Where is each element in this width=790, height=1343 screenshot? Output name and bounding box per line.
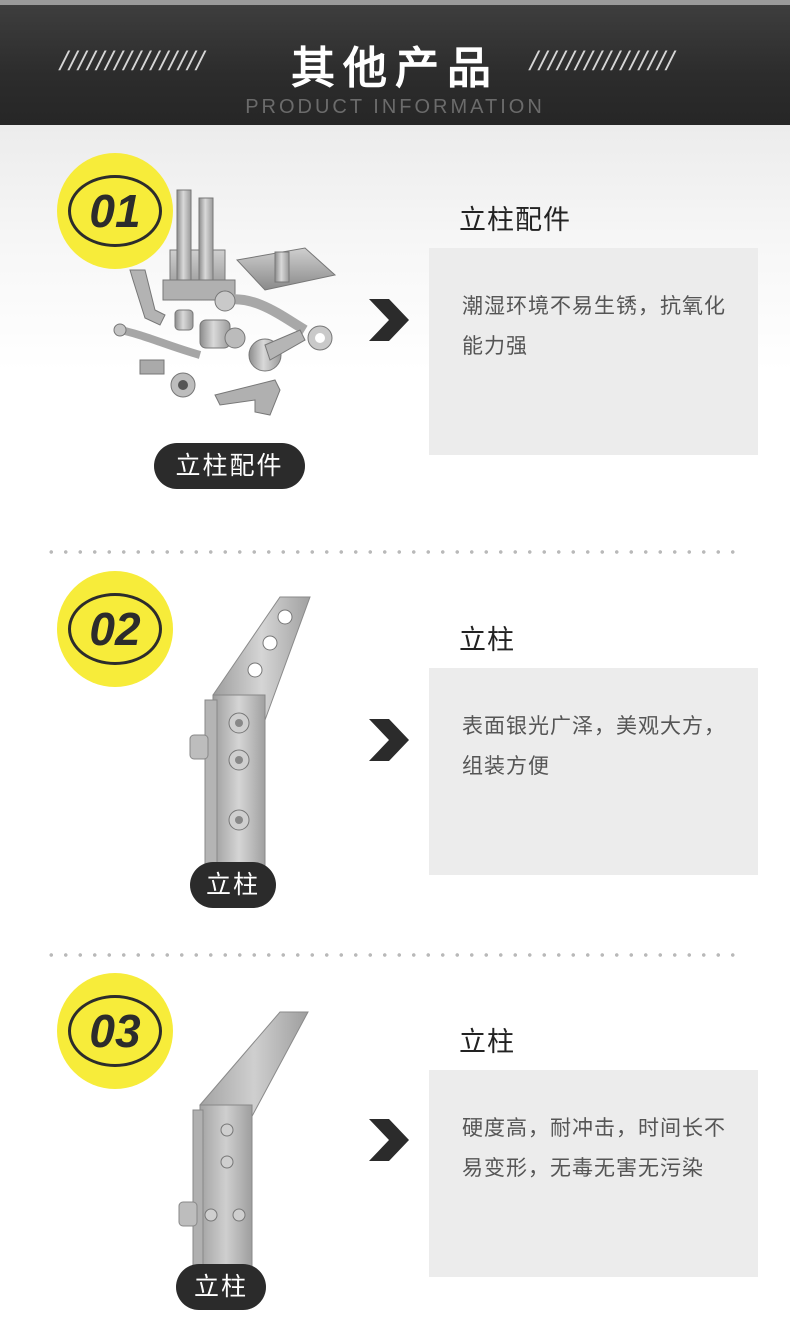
badge-number: 01: [89, 185, 141, 237]
product-title: 立柱: [459, 625, 515, 656]
header-banner: //////////////// 其他产品 //////////////// P…: [0, 0, 790, 125]
number-badge: 02: [57, 571, 173, 687]
description-box: 潮湿环境不易生锈，抗氧化能力强: [429, 248, 758, 455]
product-description: 硬度高，耐冲击，时间长不易变形，无毒无害无污染: [462, 1116, 726, 1180]
page-subtitle: PRODUCT INFORMATION: [245, 96, 545, 118]
number-badge: 01: [57, 153, 173, 269]
header-decor-right: ////////////////: [530, 46, 676, 74]
product-description: 潮湿环境不易生锈，抗氧化能力强: [462, 294, 726, 358]
post-image-2[interactable]: [185, 595, 320, 890]
post-image-3[interactable]: [175, 1010, 315, 1295]
chevron-right-icon: [369, 1119, 409, 1161]
description-box: 硬度高，耐冲击，时间长不易变形，无毒无害无污染: [429, 1070, 758, 1277]
description-box: 表面银光广泽，美观大方，组装方便: [429, 668, 758, 875]
accessories-image[interactable]: [105, 180, 345, 425]
number-badge: 03: [57, 973, 173, 1089]
header-decor-left: ////////////////: [60, 46, 206, 74]
product-section-2: 02: [0, 560, 790, 970]
dotted-divider: [44, 953, 744, 957]
product-label-pill: 立柱配件: [154, 443, 305, 489]
product-description: 表面银光广泽，美观大方，组装方便: [462, 714, 726, 778]
header-top-line: [0, 0, 790, 5]
product-section-3: 03 立柱 立柱 硬度高，耐冲击，时间长不易变形: [0, 962, 790, 1343]
page-title: 其他产品: [291, 43, 499, 94]
product-label-pill: 立柱: [190, 862, 276, 908]
badge-number: 02: [89, 603, 141, 655]
product-title: 立柱: [459, 1027, 515, 1058]
chevron-right-icon: [369, 299, 409, 341]
badge-number: 03: [89, 1005, 141, 1057]
product-title: 立柱配件: [459, 205, 571, 236]
chevron-right-icon: [369, 719, 409, 761]
dotted-divider: [44, 550, 744, 554]
product-section-1: 01: [0, 125, 790, 535]
product-label-pill: 立柱: [176, 1264, 266, 1310]
